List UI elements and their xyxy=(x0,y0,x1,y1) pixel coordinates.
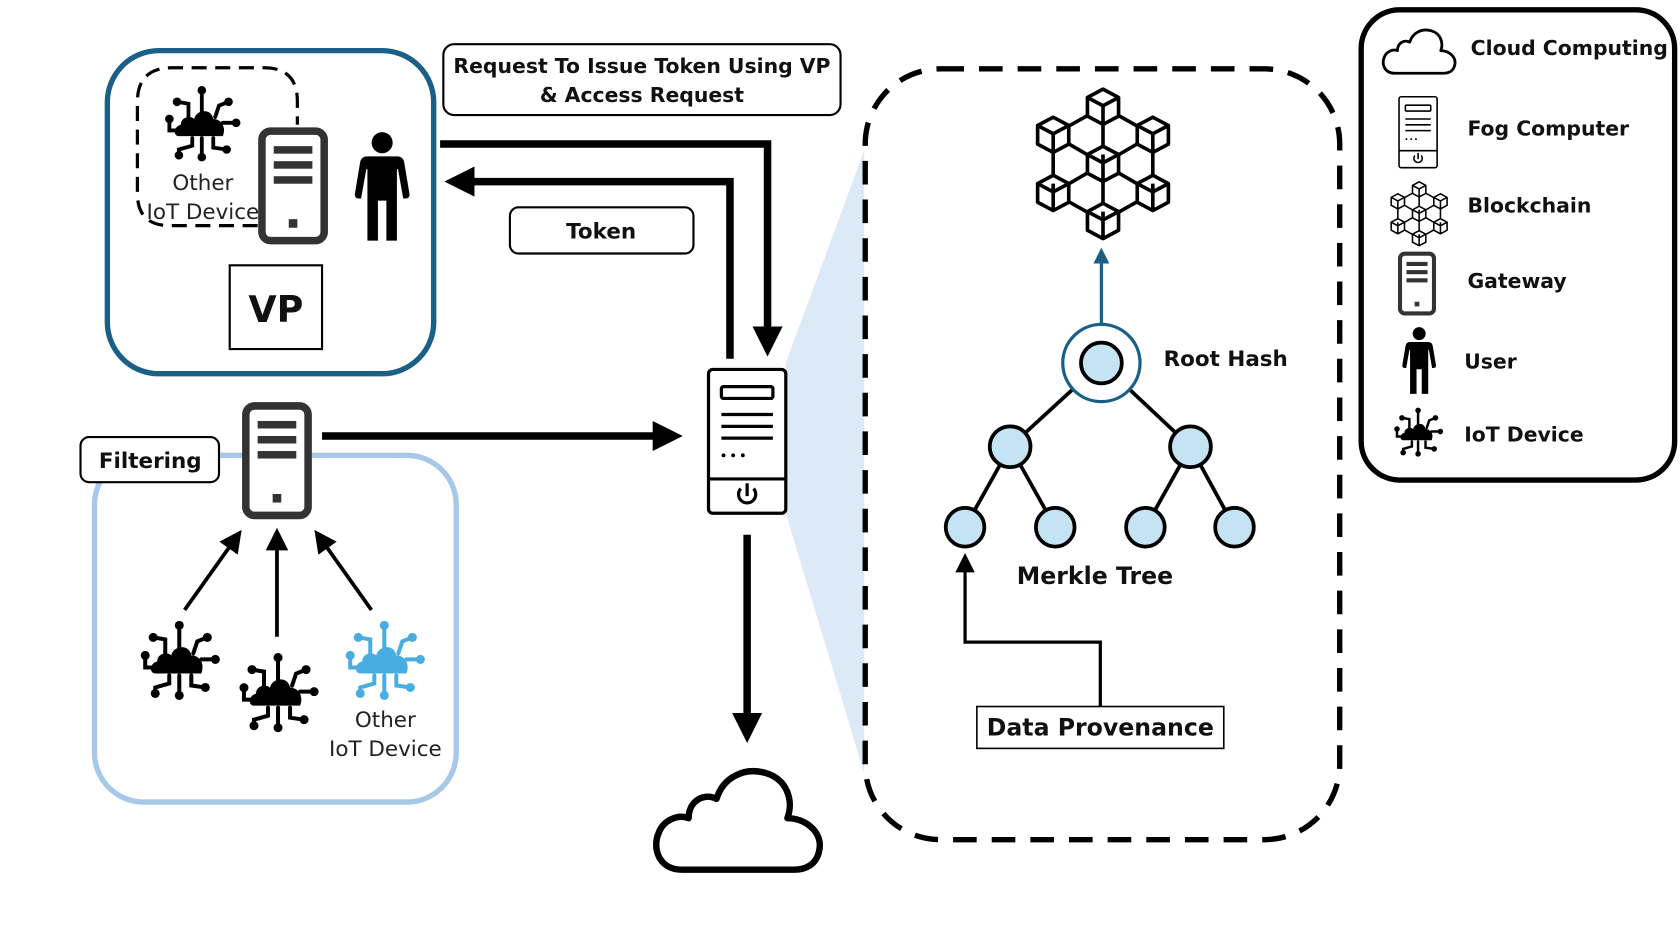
legend: Cloud Computing Fog Computer Blockchain … xyxy=(1358,7,1678,483)
merkle-tree-label: Merkle Tree xyxy=(1017,562,1173,590)
blockchain-icon xyxy=(1038,89,1169,238)
legend-label-iot: IoT Device xyxy=(1464,422,1583,446)
cloud-icon xyxy=(656,771,820,869)
provenance-arrow xyxy=(955,553,1102,708)
request-flow: Request To Issue Token Using VP & Access… xyxy=(440,43,842,357)
merkle-leaf xyxy=(943,506,987,549)
legend-label-cloud: Cloud Computing xyxy=(1471,36,1668,60)
merkle-node xyxy=(1168,424,1213,470)
request-label-line2: & Access Request xyxy=(540,83,744,107)
iot-arrow-left xyxy=(183,529,242,611)
token-label-box xyxy=(508,206,695,255)
fog-computer-icon xyxy=(706,367,788,515)
merkle-tree xyxy=(943,322,1256,549)
token-arrow xyxy=(444,166,734,359)
legend-label-user: User xyxy=(1464,349,1517,373)
vp-box xyxy=(228,264,324,351)
fog-detail-border xyxy=(862,66,1343,843)
request-label-line1: Request To Issue Token Using VP xyxy=(453,54,830,78)
legend-label-blockchain: Blockchain xyxy=(1467,194,1591,218)
other-iot-label-line1: Other xyxy=(172,171,233,196)
filtering-gateway-icon xyxy=(246,406,308,515)
other-iot-label-line2: IoT Device xyxy=(147,200,260,225)
fog-detail-panel: Root Hash Merkle Tree Data Provenance xyxy=(862,66,1343,843)
merkle-leaf xyxy=(1124,506,1167,549)
legend-border xyxy=(1358,7,1678,483)
iot-group: Filtering Other IoT Device xyxy=(79,406,459,805)
request-arrow xyxy=(440,140,783,357)
legend-label-gateway: Gateway xyxy=(1467,269,1566,293)
iot-device-icon xyxy=(165,86,240,161)
iot-device-icon xyxy=(239,653,318,732)
iot-device-icon xyxy=(141,621,220,700)
fog-zoom-wedge xyxy=(785,150,865,774)
user-group-border xyxy=(104,47,437,377)
vp-label: VP xyxy=(248,288,303,331)
legend-label-fog: Fog Computer xyxy=(1467,116,1629,140)
other-iot-label-line1: Other xyxy=(355,708,416,733)
merkle-leaf xyxy=(1213,506,1256,549)
merkle-root-node xyxy=(1079,340,1124,386)
other-iot-dashed-region xyxy=(135,66,299,228)
filtering-label-box xyxy=(79,436,221,484)
data-provenance-label: Data Provenance xyxy=(987,714,1214,742)
data-provenance-box xyxy=(976,705,1225,750)
token-flow: Token xyxy=(444,166,734,359)
user-icon xyxy=(354,132,410,241)
iot-device-icon xyxy=(346,621,425,700)
root-hash-label: Root Hash xyxy=(1164,347,1288,372)
iot-arrow-right xyxy=(314,529,373,611)
fog-computer-icon xyxy=(1398,95,1438,169)
gateway-icon xyxy=(262,131,324,240)
token-label: Token xyxy=(566,219,636,244)
filtering-label: Filtering xyxy=(99,449,202,474)
merkle-node xyxy=(987,424,1033,470)
request-label-box xyxy=(442,43,842,117)
other-iot-label-line2: IoT Device xyxy=(329,737,442,762)
user-group: Other IoT Device VP xyxy=(104,47,437,377)
gateway-icon xyxy=(1400,254,1434,314)
merkle-leaf xyxy=(1034,506,1077,549)
